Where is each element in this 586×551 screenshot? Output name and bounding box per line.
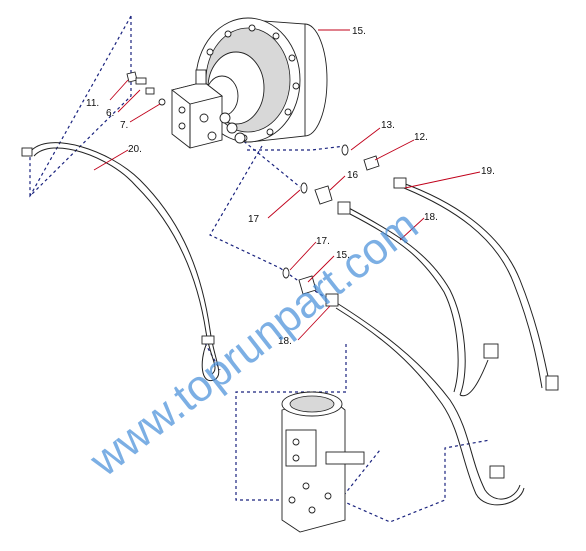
callout-19: 19. — [481, 166, 495, 177]
callout-20: 20. — [128, 144, 142, 155]
travel-motor — [170, 17, 328, 149]
callout-12: 12. — [414, 132, 428, 143]
hose-18-upper — [337, 201, 499, 397]
callout-6: 6. — [106, 108, 114, 119]
callout-15-top: 15. — [352, 26, 366, 37]
callout-15-mid: 15. — [336, 250, 350, 261]
callout-13: 13. — [381, 120, 395, 131]
callouts: 15. 13. 12. 11. 6. 7. 20. 16 19. 17 18. … — [86, 26, 495, 347]
callout-18-a: 18. — [424, 212, 438, 223]
callout-16-top: 16 — [347, 170, 359, 181]
callout-17-b: 17. — [316, 236, 330, 247]
callout-18-b: 18. — [278, 336, 292, 347]
hose-19 — [393, 177, 559, 391]
small-fittings — [126, 71, 166, 106]
hose-20 — [21, 142, 220, 382]
callout-7: 7. — [120, 120, 128, 131]
callout-11: 11. — [86, 98, 99, 109]
callout-17-a: 17 — [248, 214, 260, 225]
hose-18-lower — [325, 293, 525, 506]
swivel-joint — [281, 391, 365, 533]
leader-lines — [93, 29, 481, 341]
watermark-text: www.toprunpart.com — [80, 200, 427, 486]
